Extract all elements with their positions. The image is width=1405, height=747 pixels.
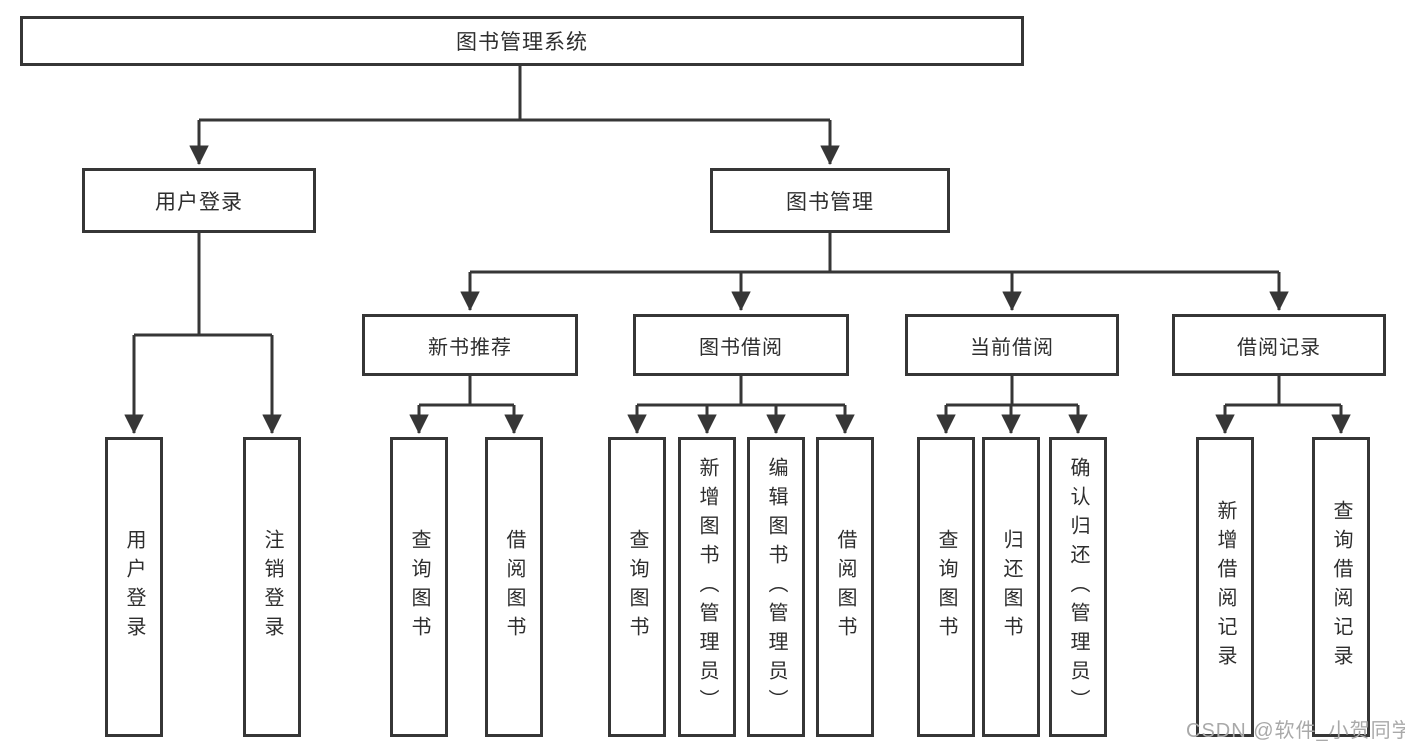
leaf-confirm-return-admin: 确认归还（管理员） xyxy=(1049,437,1107,737)
leaf-add-books-admin-label: 新增图书（管理员） xyxy=(696,456,718,718)
leaf-borrow-books-recommend-label: 借阅图书 xyxy=(503,529,525,645)
leaf-query-borrow-record-label: 查询借阅记录 xyxy=(1330,500,1352,674)
node-current-borrowing: 当前借阅 xyxy=(905,314,1119,376)
node-library-management-system: 图书管理系统 xyxy=(20,16,1024,66)
leaf-return-books-label: 归还图书 xyxy=(1000,529,1022,645)
node-book-management: 图书管理 xyxy=(710,168,950,233)
leaf-query-books-current: 查询图书 xyxy=(917,437,975,737)
leaf-add-books-admin: 新增图书（管理员） xyxy=(678,437,736,737)
leaf-query-books-recommend: 查询图书 xyxy=(390,437,448,737)
node-borrowing-records: 借阅记录 xyxy=(1172,314,1386,376)
leaf-query-books-borrow-label: 查询图书 xyxy=(626,529,648,645)
leaf-add-borrow-record: 新增借阅记录 xyxy=(1196,437,1254,737)
leaf-return-books: 归还图书 xyxy=(982,437,1040,737)
leaf-query-books-borrow: 查询图书 xyxy=(608,437,666,737)
leaf-edit-books-admin-label: 编辑图书（管理员） xyxy=(765,456,787,718)
node-book-borrowing: 图书借阅 xyxy=(633,314,849,376)
leaf-logout-label: 注销登录 xyxy=(261,529,283,645)
leaf-user-login: 用户登录 xyxy=(105,437,163,737)
node-new-book-recommendation: 新书推荐 xyxy=(362,314,578,376)
leaf-logout: 注销登录 xyxy=(243,437,301,737)
leaf-add-borrow-record-label: 新增借阅记录 xyxy=(1214,500,1236,674)
leaf-confirm-return-admin-label: 确认归还（管理员） xyxy=(1067,456,1089,718)
leaf-query-books-current-label: 查询图书 xyxy=(935,529,957,645)
leaf-borrow-books: 借阅图书 xyxy=(816,437,874,737)
csdn-watermark: CSDN @软件_小贺同学 xyxy=(1186,720,1405,742)
node-user-login: 用户登录 xyxy=(82,168,316,233)
leaf-edit-books-admin: 编辑图书（管理员） xyxy=(747,437,805,737)
leaf-user-login-label: 用户登录 xyxy=(123,529,145,645)
leaf-borrow-books-recommend: 借阅图书 xyxy=(485,437,543,737)
leaf-query-books-recommend-label: 查询图书 xyxy=(408,529,430,645)
leaf-borrow-books-label: 借阅图书 xyxy=(834,529,856,645)
leaf-query-borrow-record: 查询借阅记录 xyxy=(1312,437,1370,737)
